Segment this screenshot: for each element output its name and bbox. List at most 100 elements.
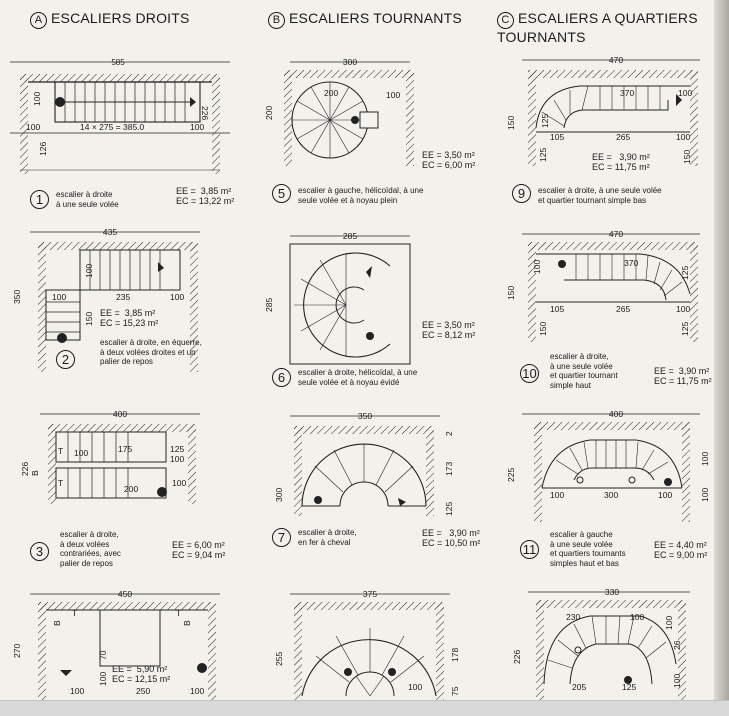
f8-width: 375 <box>363 589 377 599</box>
f11-a: 100 <box>550 490 564 500</box>
f9-h: 150 <box>682 150 692 164</box>
f4-t1: T <box>72 608 77 618</box>
f5-a: 100 <box>386 90 400 100</box>
f9-ec: EC = 11,75 m² <box>592 162 650 172</box>
f6-height: 285 <box>264 298 274 312</box>
f10-b: 370 <box>624 258 638 268</box>
f7-height: 300 <box>274 488 284 502</box>
figure-8: 375 255 178 75 100 <box>274 589 460 700</box>
f11-e: 100 <box>700 488 710 502</box>
f3-number: 3 <box>30 542 49 561</box>
f12-g: 100 <box>672 674 682 688</box>
f9-width: 470 <box>609 55 623 65</box>
f5-caption: escalier à gauche, hélicoïdal, à une seu… <box>298 186 424 205</box>
f4-d: 250 <box>136 686 150 696</box>
f1-h2: 226 <box>200 106 210 120</box>
f1-ee: EE = 3,85 m² <box>176 186 232 196</box>
f2-ec: EC = 15,23 m² <box>100 318 159 328</box>
f10-width: 470 <box>609 229 623 239</box>
f9-height: 150 <box>506 116 516 130</box>
figure-4: 450 270 B B T T 100 70 100 250 100 <box>12 589 220 700</box>
f2-b: 235 <box>116 292 130 302</box>
f8-a: 178 <box>450 648 460 662</box>
f6-caption: escalier à droite, hélicoïdal, à une seu… <box>298 368 418 387</box>
f12-height: 226 <box>512 650 522 664</box>
figure-1: 585 100 226 100 14 × 275 = 385.0 100 126 <box>10 58 230 174</box>
f6-number: 6 <box>272 368 291 387</box>
f5-r: 200 <box>324 88 338 98</box>
f11-ee: EE = 4,40 m² <box>654 540 707 550</box>
f10-caption: escalier à droite, à une seule volée et … <box>550 352 618 390</box>
f12-c: 100 <box>664 616 674 630</box>
f8-height: 255 <box>274 652 284 666</box>
f1-width: 585 <box>111 58 125 67</box>
f9-c: 125 <box>540 114 550 128</box>
f11-caption: escalier à gauche à une seule volée et q… <box>550 530 626 568</box>
f11-b: 300 <box>604 490 618 500</box>
f1-a: 100 <box>26 122 40 132</box>
f12-d: 205 <box>572 682 586 692</box>
f4-t2: T <box>176 608 181 618</box>
f7-c: 125 <box>444 502 454 516</box>
f4-ec: EC = 12,15 m² <box>112 674 171 684</box>
f4-b: 70 <box>98 650 108 660</box>
f9-e: 265 <box>616 132 630 142</box>
column-b-title: ESCALIERS TOURNANTS <box>289 10 462 26</box>
f6-ee: EE = 3,50 m² <box>422 320 475 330</box>
column-a-letter: A <box>30 12 47 29</box>
f7-b: 173 <box>444 462 454 476</box>
f10-c: 125 <box>680 266 690 280</box>
f10-d: 105 <box>550 304 564 314</box>
f1-b: 100 <box>190 122 204 132</box>
f1-h1: 100 <box>32 92 42 106</box>
f9-a: 370 <box>620 88 634 98</box>
f5-height: 200 <box>264 106 274 120</box>
f12-b: 100 <box>630 612 644 622</box>
f5-number: 5 <box>272 184 291 203</box>
f2-c: 100 <box>170 292 184 302</box>
f1-h3: 126 <box>38 142 48 156</box>
f2-number: 2 <box>56 350 75 369</box>
f10-ec: EC = 11,75 m² <box>654 376 712 386</box>
f4-a: 100 <box>70 686 84 696</box>
figure-6: 285 285 <box>264 231 411 365</box>
f3-a: 100 <box>74 448 88 458</box>
figure-7: 350 300 2 173 125 <box>274 411 454 516</box>
page-edge-shadow <box>714 0 729 700</box>
f1-caption: escalier à droite à une seule volée <box>56 190 119 209</box>
f12-e: 125 <box>622 682 636 692</box>
f2-height: 350 <box>12 290 22 304</box>
f10-height: 150 <box>506 286 516 300</box>
figure-3: 400 226 B T T 100 175 125 100 200 100 <box>20 409 200 504</box>
f11-height: 225 <box>506 468 516 482</box>
f1-ec: EC = 13,22 m² <box>176 196 235 206</box>
f7-ee: EE = 3,90 m² <box>422 528 480 538</box>
f9-g: 125 <box>538 148 548 162</box>
f3-height: 226 <box>20 462 30 476</box>
f5-width: 300 <box>343 57 357 67</box>
f3-f: 100 <box>172 478 186 488</box>
f10-f: 100 <box>676 304 690 314</box>
f10-g: 125 <box>680 322 690 336</box>
figure-2: 435 350 100 235 100 100 150 <box>12 227 200 372</box>
f8-c: 100 <box>408 682 422 692</box>
figure-5: 300 200 200 100 <box>264 57 414 166</box>
f5-ec: EC = 6,00 m² <box>422 160 476 170</box>
f10-e: 265 <box>616 304 630 314</box>
f9-b: 100 <box>678 88 692 98</box>
f5-ee: EE = 3,50 m² <box>422 150 475 160</box>
f4-ee: EE = 5,90 m² <box>112 664 168 674</box>
figure-9: 470 150 370 100 125 105 265 100 125 150 <box>506 55 700 166</box>
f2-ee: EE = 3,85 m² <box>100 308 156 318</box>
f7-a: 2 <box>444 431 454 436</box>
f3-caption: escalier à droite, à deux volées contrar… <box>60 530 121 568</box>
f7-ec: EC = 10,50 m² <box>422 538 481 548</box>
f11-number: 11 <box>520 540 539 559</box>
f3-e: 200 <box>124 484 138 494</box>
f10-ee: EE = 3,90 m² <box>654 366 710 376</box>
f11-d: 100 <box>700 452 710 466</box>
f6-width: 285 <box>343 231 357 241</box>
